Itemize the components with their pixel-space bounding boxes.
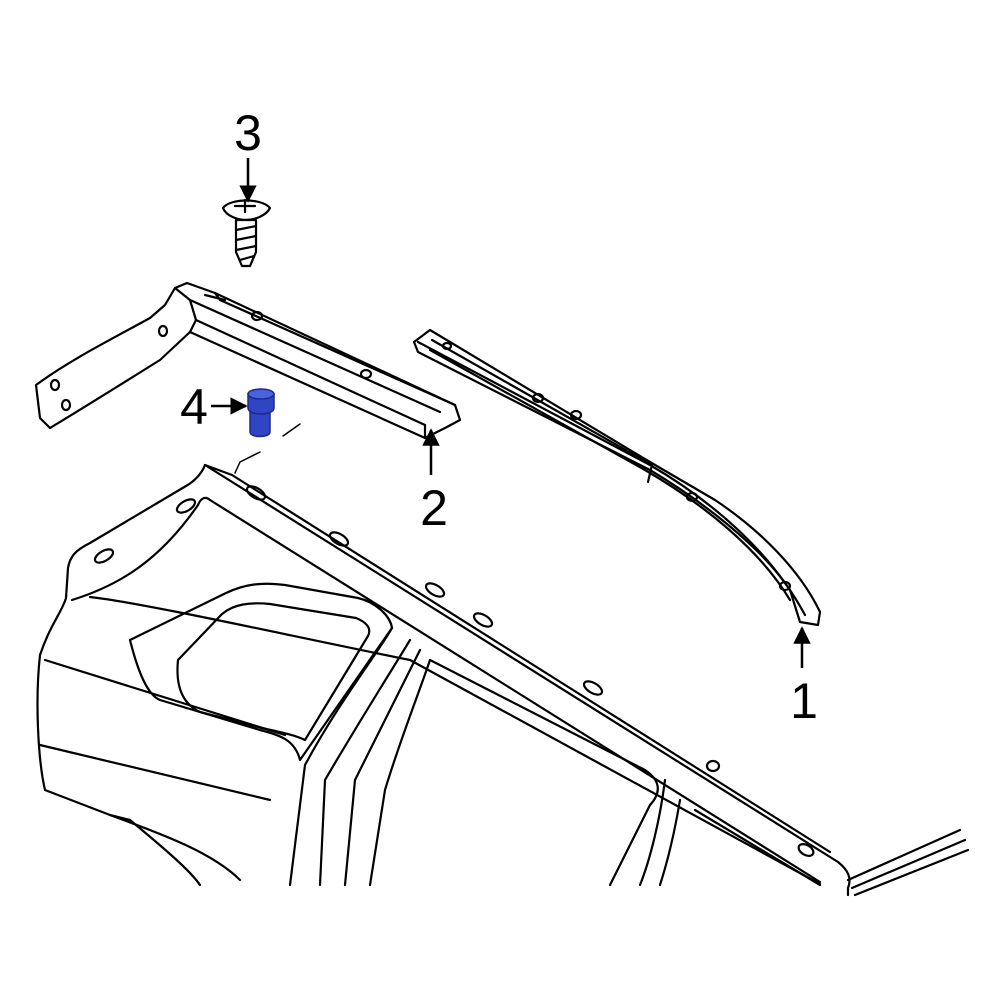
part-4-clip: [247, 388, 275, 438]
callout-labels: 3 4 2 1: [180, 105, 818, 729]
part-2-rear-roof-molding: [34, 281, 462, 440]
part-3-screw: [221, 198, 272, 268]
callout-label-4: 4: [180, 379, 208, 435]
vehicle-body: [36, 423, 970, 897]
callout-label-3: 3: [234, 105, 262, 161]
callout-label-2: 2: [420, 480, 448, 536]
callout-arrows: [211, 158, 811, 668]
callout-label-1: 1: [790, 673, 818, 729]
part-1-front-roof-molding: [412, 328, 822, 627]
